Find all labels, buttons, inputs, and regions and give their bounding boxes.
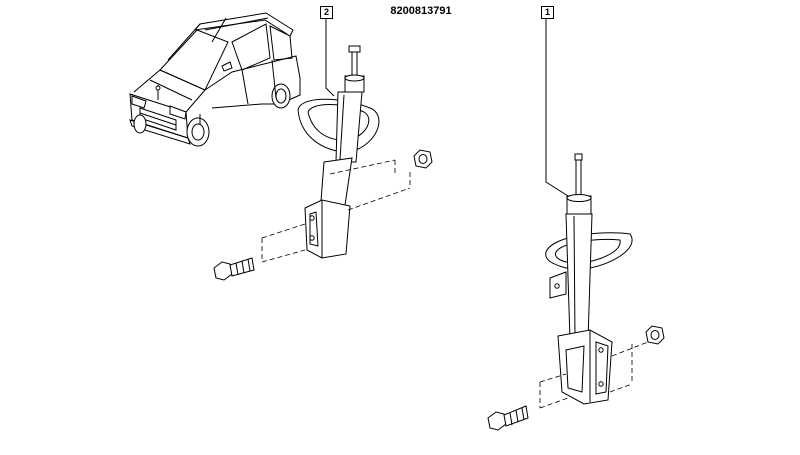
callout-label: 2 <box>320 6 333 19</box>
callout-label: 1 <box>541 6 554 19</box>
shock-absorber-right <box>487 18 665 431</box>
shock-absorber-left <box>213 18 433 281</box>
vehicle-illustration <box>129 12 301 147</box>
part-number: 8200813791 <box>390 5 452 17</box>
